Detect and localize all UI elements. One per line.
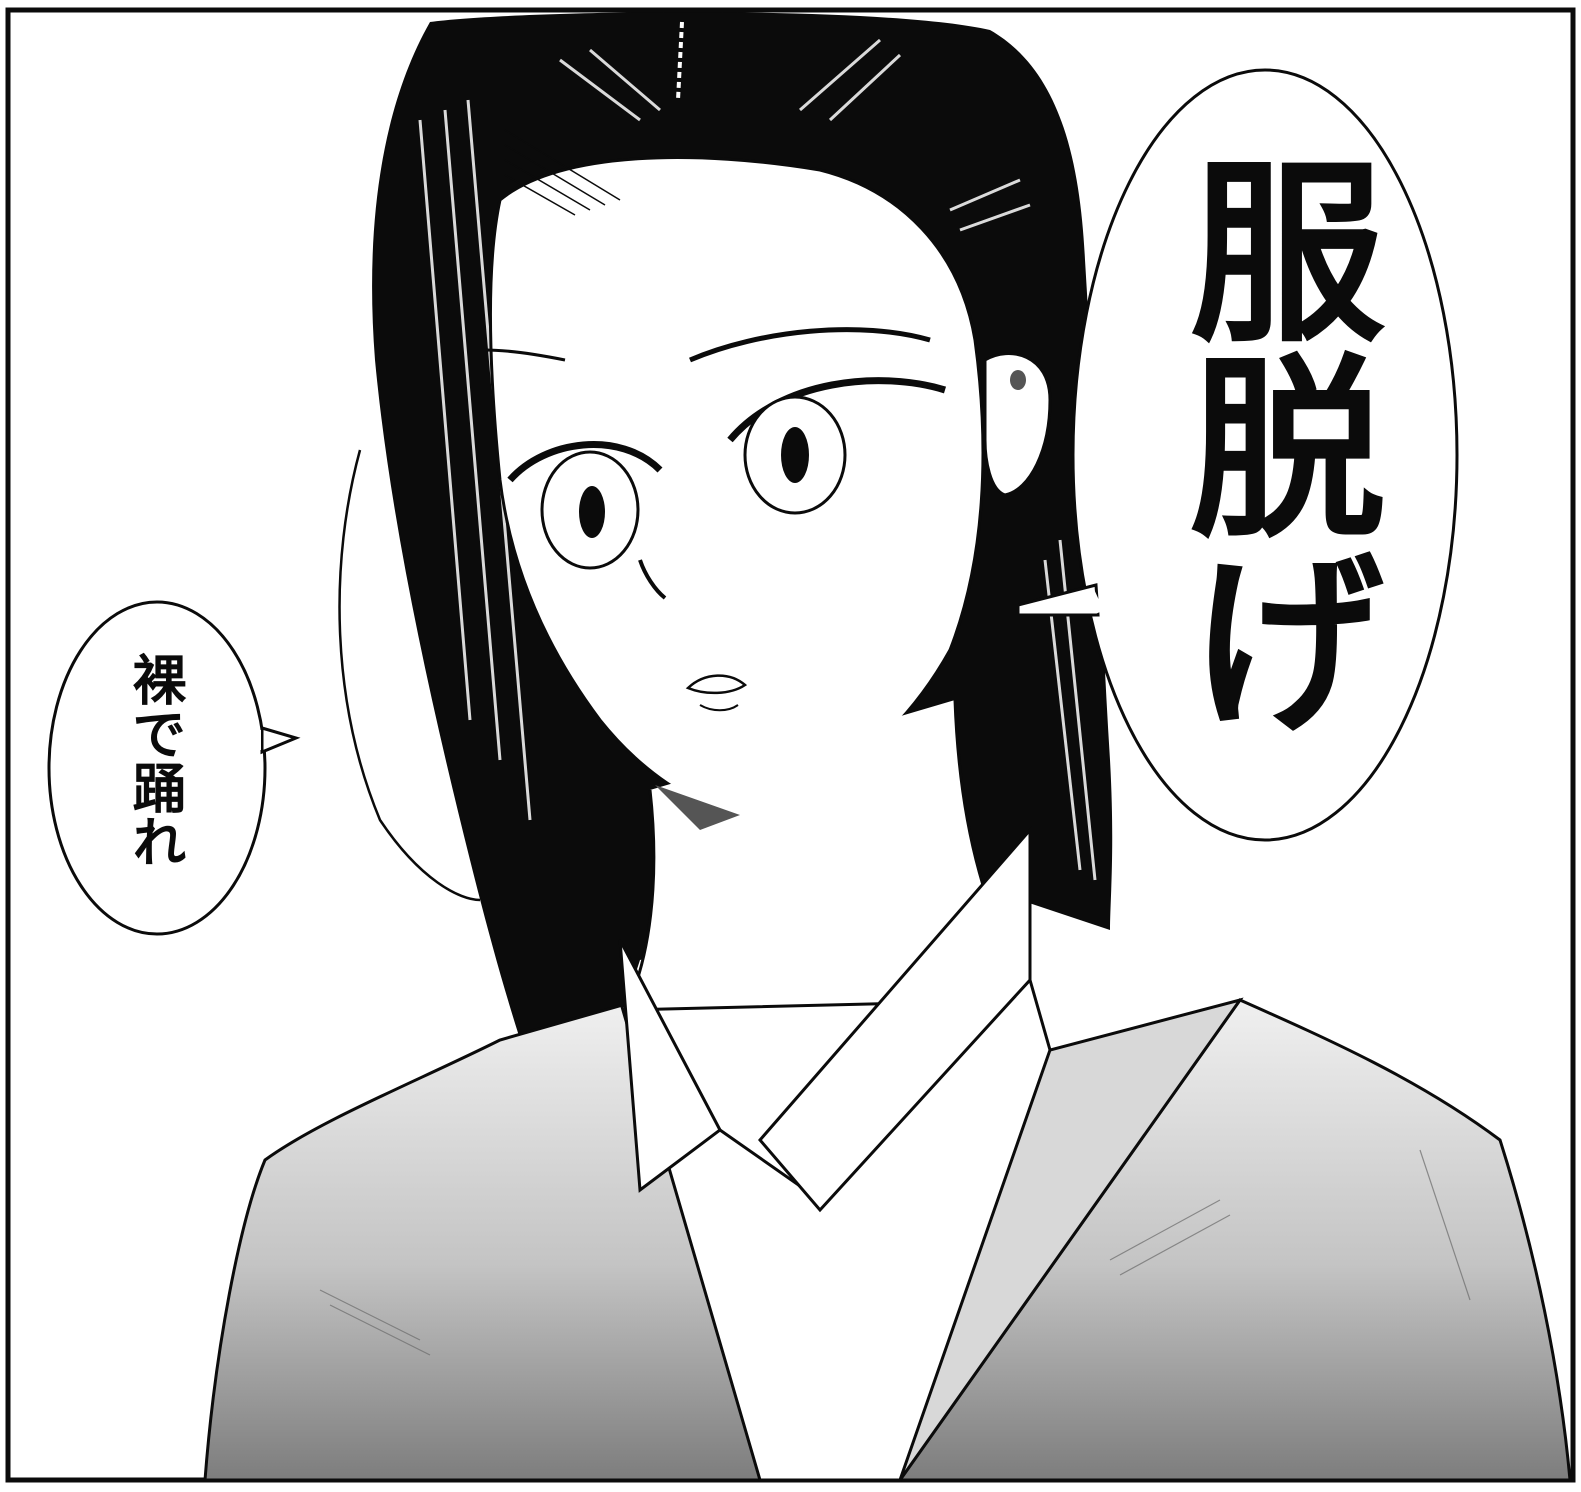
earring bbox=[1010, 370, 1026, 390]
speech-bubble-large-text: 服脱げ bbox=[1156, 150, 1384, 738]
eye-left bbox=[727, 377, 947, 515]
hair-front-strand bbox=[338, 449, 481, 902]
ear bbox=[983, 352, 1052, 497]
jacket-right bbox=[897, 998, 1572, 1482]
jacket-texture bbox=[319, 1149, 1471, 1356]
mouth bbox=[685, 674, 748, 695]
shirt bbox=[618, 977, 1052, 1482]
forehead-hatching bbox=[504, 129, 621, 216]
speech-bubble-small-text: 裸で踊れ bbox=[123, 652, 186, 868]
jacket bbox=[203, 998, 762, 1482]
hair-part bbox=[676, 21, 684, 101]
eyebrow-right bbox=[484, 348, 566, 362]
speech-bubble-large bbox=[1016, 68, 1459, 842]
speech-bubble-small bbox=[47, 600, 301, 936]
eyebrow-left bbox=[689, 327, 931, 363]
collar-left bbox=[618, 939, 722, 1193]
nose bbox=[638, 559, 667, 600]
eye-right bbox=[507, 441, 663, 570]
collar-right bbox=[758, 825, 1032, 1213]
